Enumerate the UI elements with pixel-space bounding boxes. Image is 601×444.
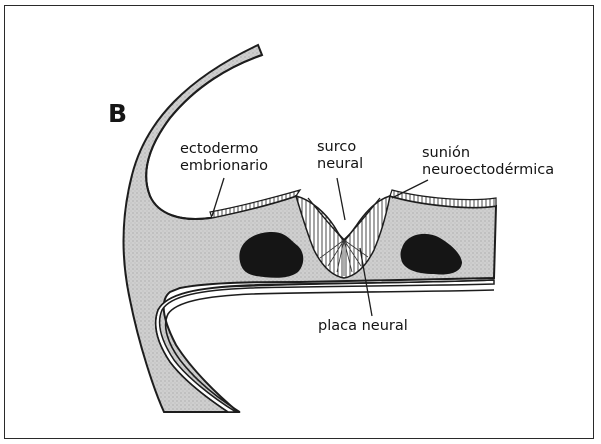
label-surco-neural: surco neural [317, 139, 363, 173]
label-ectodermo-line1: ectodermo [180, 141, 268, 158]
label-ectodermo-embrionario: ectodermo embrionario [180, 141, 268, 175]
label-surco-line2: neural [317, 156, 363, 173]
lower-channel-bottom-line [166, 290, 494, 412]
label-union-line2: neuroectodérmica [422, 162, 554, 179]
surco-leader [337, 178, 345, 220]
panel-letter: B [108, 101, 127, 126]
label-union-line1: sunión [422, 145, 554, 162]
lower-channel [156, 280, 494, 412]
label-surco-line1: surco [317, 139, 363, 156]
label-placa-line1: placa neural [318, 318, 408, 335]
label-placa-neural: placa neural [318, 318, 408, 335]
label-ectodermo-line2: embrionario [180, 158, 268, 175]
label-union-neuroectodermica: sunión neuroectodérmica [422, 145, 554, 179]
